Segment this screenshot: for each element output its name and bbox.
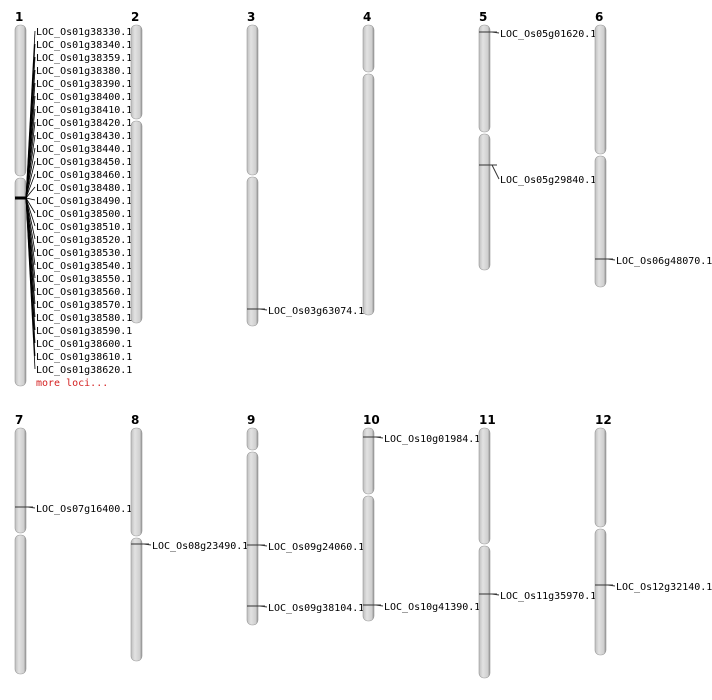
locus-connector (25, 197, 36, 201)
locus-label[interactable]: LOC_Os01g38460.1 (36, 170, 132, 181)
locus-label[interactable]: LOC_Os01g38560.1 (36, 287, 132, 298)
locus-label[interactable]: LOC_Os08g23490.1 (152, 541, 248, 552)
locus-label[interactable]: LOC_Os06g48070.1 (616, 256, 712, 267)
chromosome-number: 1 (15, 10, 23, 24)
chromosome-6-short-arm[interactable] (594, 24, 607, 155)
locus-label[interactable]: LOC_Os01g38600.1 (36, 339, 132, 350)
chromosome-8-long-arm[interactable] (130, 537, 143, 662)
locus-connector (25, 173, 36, 199)
chromosome-2-long-arm[interactable] (130, 120, 143, 324)
chromosome-9-short-arm[interactable] (246, 427, 259, 451)
chromosome-number: 7 (15, 413, 23, 427)
locus-connector (491, 164, 500, 180)
chromosome-4-short-arm[interactable] (362, 24, 375, 73)
locus-label[interactable]: LOC_Os01g38520.1 (36, 235, 132, 246)
chromosome-number: 6 (595, 10, 603, 24)
locus-label[interactable]: LOC_Os11g35970.1 (500, 591, 596, 602)
locus-connector (25, 197, 36, 227)
chromosome-number: 11 (479, 413, 496, 427)
locus-connector (375, 436, 384, 439)
chromosome-5-long-arm[interactable] (478, 133, 491, 271)
chromosome-number: 12 (595, 413, 612, 427)
locus-label[interactable]: LOC_Os01g38530.1 (36, 248, 132, 259)
chromosome-number: 4 (363, 10, 371, 24)
locus-connector (259, 308, 268, 311)
chromosome-3-short-arm[interactable] (246, 24, 259, 176)
chromosome-2-short-arm[interactable] (130, 24, 143, 120)
locus-connector (491, 593, 500, 596)
chromosome-number: 3 (247, 10, 255, 24)
locus-label[interactable]: LOC_Os09g38104.1 (268, 603, 364, 614)
locus-label[interactable]: LOC_Os01g38330.1 (36, 27, 132, 38)
chromosome-1-short-arm[interactable] (14, 24, 27, 177)
locus-label[interactable]: LOC_Os01g38400.1 (36, 92, 132, 103)
locus-label[interactable]: LOC_Os01g38340.1 (36, 40, 132, 51)
locus-connector (25, 186, 36, 199)
chromosome-5-short-arm[interactable] (478, 24, 491, 133)
locus-connector (607, 258, 616, 261)
locus-connector (25, 197, 36, 370)
chromosome-11-short-arm[interactable] (478, 427, 491, 545)
locus-connector (259, 605, 268, 608)
locus-connector (25, 197, 36, 214)
locus-label[interactable]: LOC_Os01g38420.1 (36, 118, 132, 129)
chromosome-8-short-arm[interactable] (130, 427, 143, 537)
chromosome-10-short-arm[interactable] (362, 427, 375, 495)
locus-label[interactable]: LOC_Os05g01620.1 (500, 29, 596, 40)
locus-connector (143, 543, 152, 546)
chromosome-12-long-arm[interactable] (594, 528, 607, 656)
locus-label[interactable]: LOC_Os03g63074.1 (268, 306, 364, 317)
locus-label[interactable]: LOC_Os01g38390.1 (36, 79, 132, 90)
locus-label[interactable]: LOC_Os01g38490.1 (36, 196, 132, 207)
chromosome-number: 10 (363, 413, 380, 427)
locus-connector (27, 506, 36, 509)
locus-label[interactable]: LOC_Os12g32140.1 (616, 582, 712, 593)
chromosome-7-long-arm[interactable] (14, 534, 27, 675)
chromosome-9-long-arm[interactable] (246, 451, 259, 626)
locus-label[interactable]: LOC_Os01g38510.1 (36, 222, 132, 233)
locus-label[interactable]: LOC_Os01g38590.1 (36, 326, 132, 337)
chromosome-6-long-arm[interactable] (594, 155, 607, 288)
locus-label[interactable]: LOC_Os01g38450.1 (36, 157, 132, 168)
locus-label[interactable]: LOC_Os01g38410.1 (36, 105, 132, 116)
locus-label[interactable]: LOC_Os01g38359.1 (36, 53, 132, 64)
chromosome-1-long-arm[interactable] (14, 177, 27, 387)
locus-label[interactable]: LOC_Os01g38480.1 (36, 183, 132, 194)
chromosome-number: 8 (131, 413, 139, 427)
locus-label[interactable]: LOC_Os01g38610.1 (36, 352, 132, 363)
locus-label[interactable]: LOC_Os09g24060.1 (268, 542, 364, 553)
locus-label[interactable]: LOC_Os10g01984.1 (384, 434, 480, 445)
more-loci-link[interactable]: more loci... (36, 378, 108, 389)
chromosome-11-long-arm[interactable] (478, 545, 491, 679)
chromosome-number: 2 (131, 10, 139, 24)
locus-label[interactable]: LOC_Os01g38540.1 (36, 261, 132, 272)
locus-connector (491, 31, 500, 34)
locus-label[interactable]: LOC_Os01g38620.1 (36, 365, 132, 376)
locus-connector (607, 584, 616, 587)
chromosome-number: 9 (247, 413, 255, 427)
chromosome-7-short-arm[interactable] (14, 427, 27, 534)
locus-label[interactable]: LOC_Os01g38440.1 (36, 144, 132, 155)
locus-connector (25, 160, 36, 199)
locus-label[interactable]: LOC_Os05g29840.1 (500, 175, 596, 186)
chromosome-12-short-arm[interactable] (594, 427, 607, 528)
locus-connector (259, 544, 268, 547)
chromosome-10-long-arm[interactable] (362, 495, 375, 622)
chromosome-number: 5 (479, 10, 487, 24)
locus-connector (25, 147, 36, 199)
locus-label[interactable]: LOC_Os01g38570.1 (36, 300, 132, 311)
locus-label[interactable]: LOC_Os10g41390.1 (384, 602, 480, 613)
locus-label[interactable]: LOC_Os01g38380.1 (36, 66, 132, 77)
locus-label[interactable]: LOC_Os01g38580.1 (36, 313, 132, 324)
locus-connector (375, 604, 384, 607)
locus-label[interactable]: LOC_Os07g16400.1 (36, 504, 132, 515)
locus-label[interactable]: LOC_Os01g38500.1 (36, 209, 132, 220)
locus-label[interactable]: LOC_Os01g38430.1 (36, 131, 132, 142)
chromosome-3-long-arm[interactable] (246, 176, 259, 327)
chromosome-4-long-arm[interactable] (362, 73, 375, 316)
locus-label[interactable]: LOC_Os01g38550.1 (36, 274, 132, 285)
